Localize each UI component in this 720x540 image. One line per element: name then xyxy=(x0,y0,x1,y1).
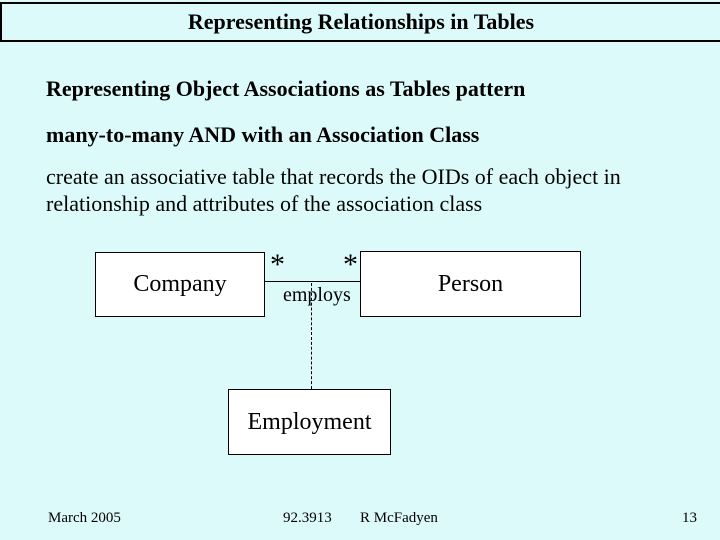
company-class-box: Company xyxy=(95,252,265,317)
person-class-label: Person xyxy=(437,270,504,297)
body-line-pattern: Representing Object Associations as Tabl… xyxy=(46,76,526,101)
footer-page-number: 13 xyxy=(682,510,697,526)
footer-course-number: 92.3913 xyxy=(283,510,332,526)
person-class-box: Person xyxy=(360,251,581,317)
company-class-label: Company xyxy=(133,271,227,297)
multiplicity-star-left: * xyxy=(270,248,285,281)
multiplicity-star-right: * xyxy=(343,248,358,281)
footer-date: March 2005 xyxy=(48,510,121,526)
employment-class-box: Employment xyxy=(228,389,391,455)
employment-class-label: Employment xyxy=(247,408,372,435)
body-paragraph-line-2: relationship and attributes of the assoc… xyxy=(46,191,483,216)
slide-title-bar: Representing Relationships in Tables xyxy=(0,2,720,42)
body-paragraph: create an associative table that records… xyxy=(46,163,621,217)
slide-title: Representing Relationships in Tables xyxy=(187,9,535,34)
body-line-many-to-many: many-to-many AND with an Association Cla… xyxy=(46,122,480,147)
footer-author: R McFadyen xyxy=(360,510,438,526)
association-line xyxy=(265,281,360,282)
association-label: employs xyxy=(283,284,351,306)
body-paragraph-line-1: create an associative table that records… xyxy=(46,164,621,189)
association-class-dashed-line xyxy=(311,283,312,389)
